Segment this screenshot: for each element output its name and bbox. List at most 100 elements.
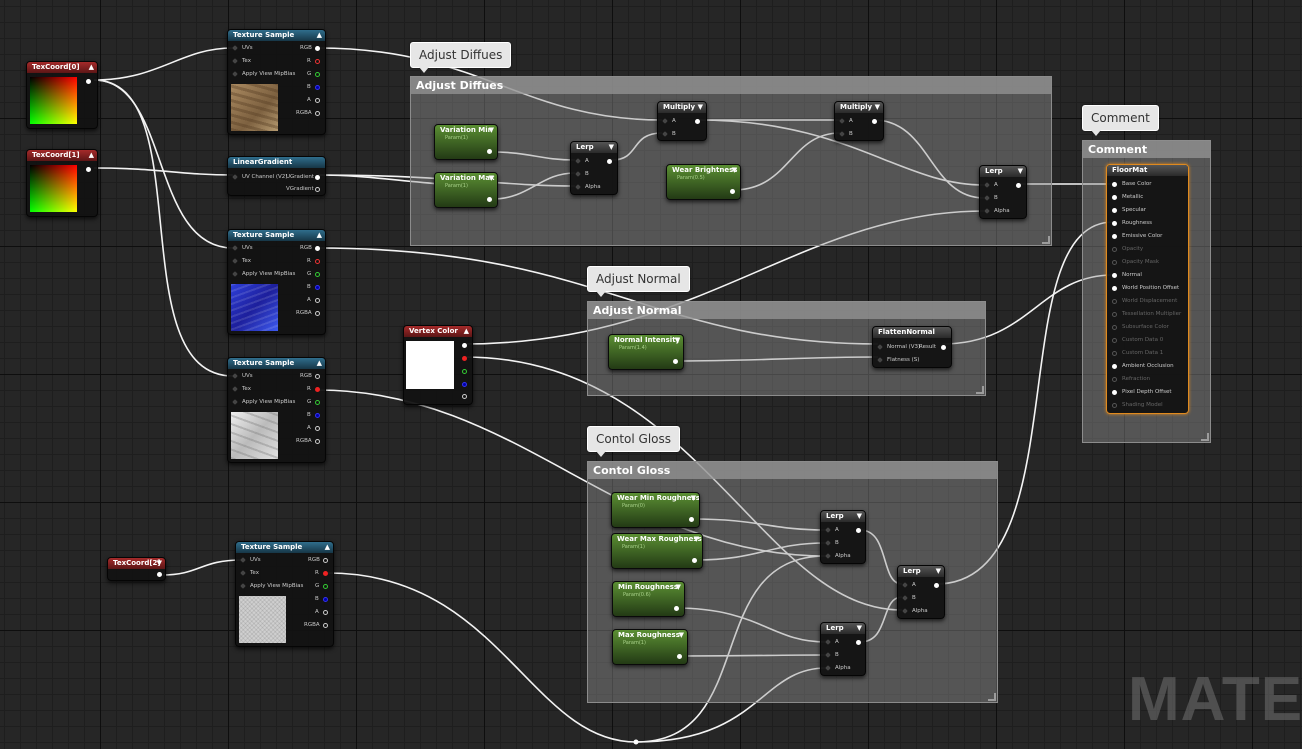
output-pin[interactable] — [692, 558, 697, 563]
texture-sample-normal[interactable]: Texture Sample▲ UVs Tex Apply View MipBi… — [227, 229, 326, 335]
output-pin[interactable] — [86, 79, 91, 84]
output-pin[interactable] — [1016, 183, 1021, 188]
vgradient-output-pin[interactable] — [315, 187, 320, 192]
multiply-node-2[interactable]: Multiply▼ A B — [834, 101, 884, 141]
lerp-gloss-1[interactable]: Lerp▼ A B Alpha — [820, 510, 866, 564]
rgb-output-pin[interactable] — [462, 343, 467, 348]
collapse-icon[interactable]: ▼ — [732, 165, 737, 176]
lerp-gloss-2[interactable]: Lerp▼ A B Alpha — [820, 622, 866, 676]
collapse-icon[interactable]: ▼ — [694, 534, 699, 545]
normal-intensity-param[interactable]: Normal Intensity▼ Param(1.4) — [608, 334, 684, 370]
collapse-icon[interactable]: ▲ — [464, 326, 469, 337]
g-output-pin[interactable] — [462, 369, 467, 374]
output-pin[interactable] — [674, 606, 679, 611]
material-input-pin[interactable] — [1112, 208, 1117, 213]
wear-max-roughness-param[interactable]: Wear Max Roughness▼ Param(1) — [611, 533, 703, 569]
material-input-pin[interactable] — [1112, 247, 1117, 252]
collapse-icon[interactable]: ▼ — [676, 582, 681, 593]
material-input-pin[interactable] — [1112, 312, 1117, 317]
rgba-output-pin[interactable] — [315, 311, 320, 316]
a-input-pin[interactable] — [839, 118, 845, 124]
material-input-pin[interactable] — [1112, 338, 1117, 343]
wear-min-roughness-param[interactable]: Wear Min Roughness▼ Param(0) — [611, 492, 700, 528]
uvs-input-pin[interactable] — [232, 245, 238, 251]
output-pin[interactable] — [487, 149, 492, 154]
output-pin[interactable] — [677, 654, 682, 659]
floormat-material-node[interactable]: FloorMat Base ColorMetallicSpecularRough… — [1106, 164, 1189, 414]
lerp-diffuse-final[interactable]: Lerp▼ A B Alpha — [979, 165, 1027, 219]
flatness-input-pin[interactable] — [877, 357, 883, 363]
b-input-pin[interactable] — [825, 540, 831, 546]
material-input-pin[interactable] — [1112, 299, 1117, 304]
collapse-icon[interactable]: ▼ — [609, 142, 614, 153]
mipbias-input-pin[interactable] — [240, 583, 246, 589]
output-pin[interactable] — [86, 167, 91, 172]
tex-input-pin[interactable] — [232, 386, 238, 392]
flatten-normal-node[interactable]: FlattenNormal Normal (V3) Result Flatnes… — [872, 326, 952, 368]
alpha-input-pin[interactable] — [575, 184, 581, 190]
texture-sample-noise[interactable]: Texture Sample▲ UVs Tex Apply View MipBi… — [235, 541, 334, 647]
material-input-pin[interactable] — [1112, 273, 1117, 278]
wire-reroute-node[interactable] — [634, 740, 639, 745]
output-pin[interactable] — [872, 119, 877, 124]
collapse-icon[interactable]: ▲ — [317, 230, 322, 241]
resize-handle[interactable] — [976, 386, 984, 394]
material-input-pin[interactable] — [1112, 403, 1117, 408]
collapse-icon[interactable]: ▼ — [679, 630, 684, 641]
tex-input-pin[interactable] — [240, 570, 246, 576]
output-pin[interactable] — [607, 159, 612, 164]
rgba-output-pin[interactable] — [315, 111, 320, 116]
lerp-diffuse-1[interactable]: Lerp▼ A B Alpha — [570, 141, 618, 195]
rgb-output-pin[interactable] — [323, 558, 328, 563]
max-roughness-param[interactable]: Max Roughness▼ Param(1) — [612, 629, 688, 665]
b-output-pin[interactable] — [323, 597, 328, 602]
r-output-pin[interactable] — [462, 356, 467, 361]
uv-channel-input-pin[interactable] — [232, 174, 238, 180]
min-roughness-param[interactable]: Min Roughness▼ Param(0.6) — [612, 581, 685, 617]
material-input-pin[interactable] — [1112, 325, 1117, 330]
collapse-icon[interactable]: ▼ — [157, 558, 162, 569]
material-input-pin[interactable] — [1112, 286, 1117, 291]
alpha-input-pin[interactable] — [984, 208, 990, 214]
r-output-pin[interactable] — [315, 387, 320, 392]
comment-bubble-contol-gloss[interactable]: Contol Gloss — [587, 426, 680, 452]
rgba-output-pin[interactable] — [323, 623, 328, 628]
uvs-input-pin[interactable] — [240, 557, 246, 563]
collapse-icon[interactable]: ▼ — [489, 173, 494, 184]
comment-bubble-adjust-normal[interactable]: Adjust Normal — [587, 266, 690, 292]
collapse-icon[interactable]: ▲ — [317, 30, 322, 41]
g-output-pin[interactable] — [315, 272, 320, 277]
output-pin[interactable] — [157, 572, 162, 577]
material-input-pin[interactable] — [1112, 377, 1117, 382]
normal-input-pin[interactable] — [877, 344, 883, 350]
texcoord0-node[interactable]: TexCoord[0]▲ — [26, 61, 98, 129]
collapse-icon[interactable]: ▲ — [317, 358, 322, 369]
comment-adjust-diffuse[interactable]: Adjust Diffues — [410, 76, 1052, 246]
linear-gradient-node[interactable]: LinearGradient UV Channel (V2) UGradient… — [227, 156, 326, 196]
collapse-icon[interactable]: ▼ — [936, 566, 941, 577]
collapse-icon[interactable]: ▲ — [89, 62, 94, 73]
output-pin[interactable] — [689, 517, 694, 522]
collapse-icon[interactable]: ▼ — [698, 102, 703, 113]
a-input-pin[interactable] — [825, 527, 831, 533]
alpha-input-pin[interactable] — [825, 553, 831, 559]
collapse-icon[interactable]: ▼ — [857, 511, 862, 522]
variation-max-param[interactable]: Variation Max▼ Param(1) — [434, 172, 498, 208]
collapse-icon[interactable]: ▼ — [691, 493, 696, 504]
material-input-pin[interactable] — [1112, 390, 1117, 395]
variation-min-param[interactable]: Variation Min▼ Param(1) — [434, 124, 498, 160]
r-output-pin[interactable] — [315, 59, 320, 64]
a-output-pin[interactable] — [315, 298, 320, 303]
uvs-input-pin[interactable] — [232, 373, 238, 379]
tex-input-pin[interactable] — [232, 58, 238, 64]
b-input-pin[interactable] — [575, 171, 581, 177]
a-input-pin[interactable] — [984, 182, 990, 188]
output-pin[interactable] — [487, 197, 492, 202]
comment-bubble-output[interactable]: Comment — [1082, 105, 1159, 131]
material-input-pin[interactable] — [1112, 260, 1117, 265]
rgb-output-pin[interactable] — [315, 246, 320, 251]
collapse-icon[interactable]: ▼ — [857, 623, 862, 634]
rgba-output-pin[interactable] — [315, 439, 320, 444]
collapse-icon[interactable]: ▼ — [675, 335, 680, 346]
